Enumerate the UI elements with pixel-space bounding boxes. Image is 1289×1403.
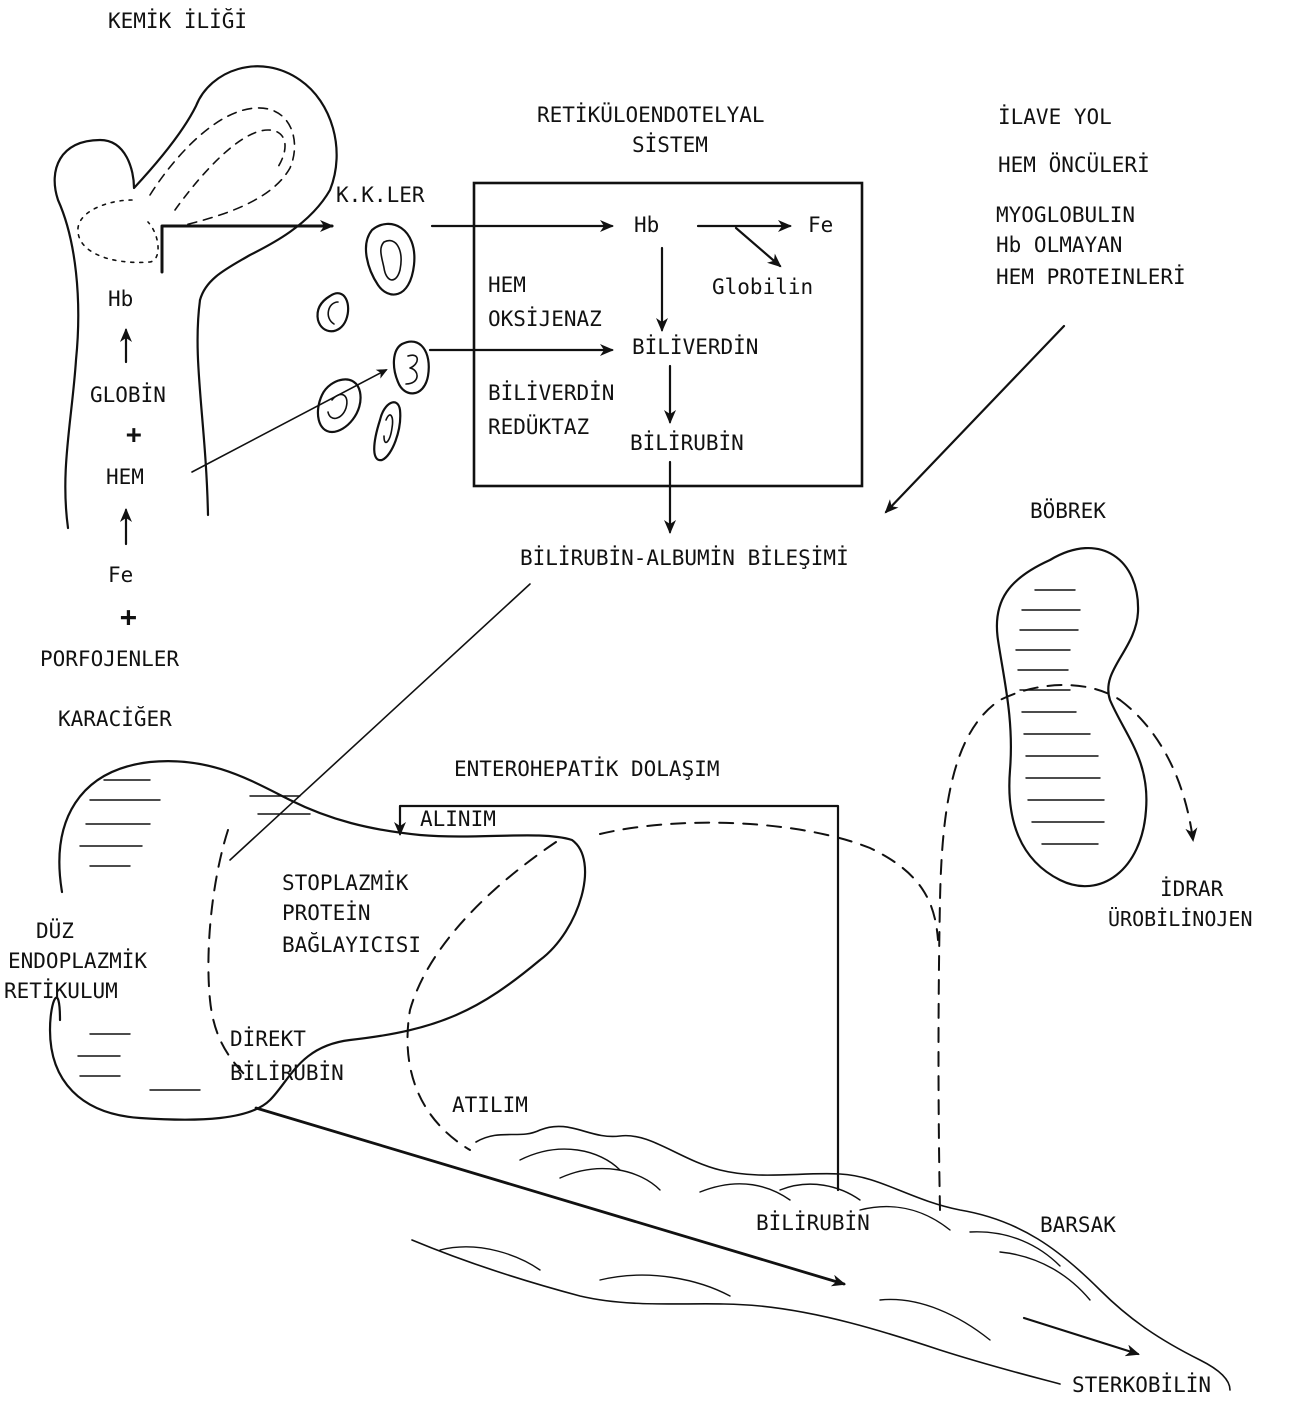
- protein-line1: STOPLAZMİK: [282, 870, 409, 895]
- extra-path-title: İLAVE YOL: [998, 104, 1112, 129]
- red-cells-group: [318, 224, 429, 460]
- er-line1: DÜZ: [36, 918, 74, 943]
- red-cell-2: [318, 293, 349, 331]
- kidney-drawing: [997, 548, 1147, 886]
- arrow-hb-to-globilin: [736, 228, 780, 266]
- intestine-upper: [476, 1126, 1230, 1390]
- bone-hb-label: Hb: [108, 287, 133, 311]
- bone-drawing: [55, 66, 337, 528]
- extra-path-line1: HEM ÖNCÜLERİ: [998, 152, 1150, 177]
- intestine-lower: [412, 1240, 1060, 1384]
- intestine-title: BARSAK: [1040, 1213, 1116, 1237]
- intestine-drawing: [412, 1126, 1230, 1390]
- bone-head-inner: [150, 108, 295, 225]
- arrow-enterohepatic-loop: [400, 806, 838, 1190]
- arrow-hem-to-red-cells: [192, 370, 386, 472]
- red-cell-4-inner: [328, 394, 347, 418]
- liver-title: KARACİĞER: [58, 706, 172, 731]
- kidney-hatching: [1016, 590, 1104, 844]
- res-globilin-label: Globilin: [712, 275, 813, 299]
- er-line3: RETİKULUM: [4, 978, 118, 1003]
- hem-oxygenase-line2: OKSİJENAZ: [488, 306, 602, 331]
- red-cell-5-inner: [384, 415, 393, 442]
- arrow-intestine-to-stercobilin: [1024, 1318, 1138, 1354]
- protein-line3: BAĞLAYICISI: [282, 932, 421, 957]
- protein-line2: PROTEİN: [282, 900, 371, 925]
- bone-fe-label: Fe: [108, 563, 133, 587]
- intestine-folds: [440, 1149, 1090, 1340]
- biliverdin-reductase-line2: REDÜKTAZ: [488, 414, 589, 439]
- bone-marrow-dotted: [78, 200, 158, 262]
- bone-outline-left: [55, 66, 337, 528]
- extra-path-line3: Hb OLMAYAN: [996, 233, 1122, 257]
- complex-label: BİLİRUBİN-ALBUMİN BİLEŞİMİ: [520, 545, 849, 570]
- kidney-outline: [997, 548, 1147, 886]
- dashed-kidney-to-urine: [1120, 700, 1193, 840]
- res-hb-label: Hb: [634, 213, 659, 237]
- res-fe-label: Fe: [808, 213, 833, 237]
- bone-outline-right: [198, 300, 208, 515]
- red-cell-1: [366, 224, 414, 295]
- direct-bilirubin-line2: BİLİRUBİN: [230, 1060, 344, 1085]
- extra-path-line2: MYOGLOBULIN: [996, 203, 1135, 227]
- bone-globin-label: GLOBİN: [90, 382, 166, 407]
- dashed-enterohepatic-curve: [600, 823, 938, 940]
- bone-hem-label: HEM: [106, 465, 144, 489]
- hem-oxygenase-line1: HEM: [488, 273, 526, 297]
- dashed-intestine-to-kidney: [939, 685, 1121, 1210]
- biliverdin-reductase-line1: BİLİVERDİN: [488, 380, 614, 405]
- arrow-extra-path-to-complex: [886, 326, 1064, 512]
- red-cells-label: K.K.LER: [336, 183, 425, 207]
- kidney-urine-label: İDRAR: [1160, 876, 1224, 901]
- res-biliverdin-label: BİLİVERDİN: [632, 334, 758, 359]
- uptake-label: ALINIM: [420, 807, 496, 831]
- bone-plus-1: +: [126, 420, 142, 450]
- res-title-line2: SİSTEM: [632, 132, 708, 157]
- red-cell-1-inner: [381, 241, 401, 280]
- direct-bilirubin-line1: DİREKT: [230, 1026, 306, 1051]
- arrow-liver-to-intestine: [256, 1108, 844, 1284]
- kidney-urobilinogen-label: ÜROBİLİNOJEN: [1108, 907, 1253, 931]
- excretion-label: ATILIM: [452, 1093, 528, 1117]
- bone-head-inner-2: [175, 130, 285, 210]
- res-bilirubin-label: BİLİRUBİN: [630, 430, 744, 455]
- bone-plus-2: +: [120, 600, 137, 633]
- stercobilin-label: STERKOBİLİN: [1072, 1372, 1211, 1397]
- res-title-line1: RETİKÜLOENDOTELYAL: [537, 102, 765, 127]
- enterohepatic-label: ENTEROHEPATİK DOLAŞIM: [454, 756, 720, 781]
- extra-path-line4: HEM PROTEINLERİ: [996, 264, 1186, 289]
- kidney-title: BÖBREK: [1030, 498, 1106, 523]
- bone-marrow-title: KEMİK İLİĞİ: [108, 8, 247, 33]
- bone-porphogens-label: PORFOJENLER: [40, 647, 179, 671]
- red-cell-5: [374, 402, 400, 460]
- er-line2: ENDOPLAZMİK: [8, 948, 147, 973]
- intestine-bilirubin-label: BİLİRUBİN: [756, 1210, 870, 1235]
- red-cell-3-inner: [406, 355, 417, 384]
- arrow-marrow-to-red-cells: [162, 226, 332, 272]
- red-cell-2-inner: [328, 302, 338, 324]
